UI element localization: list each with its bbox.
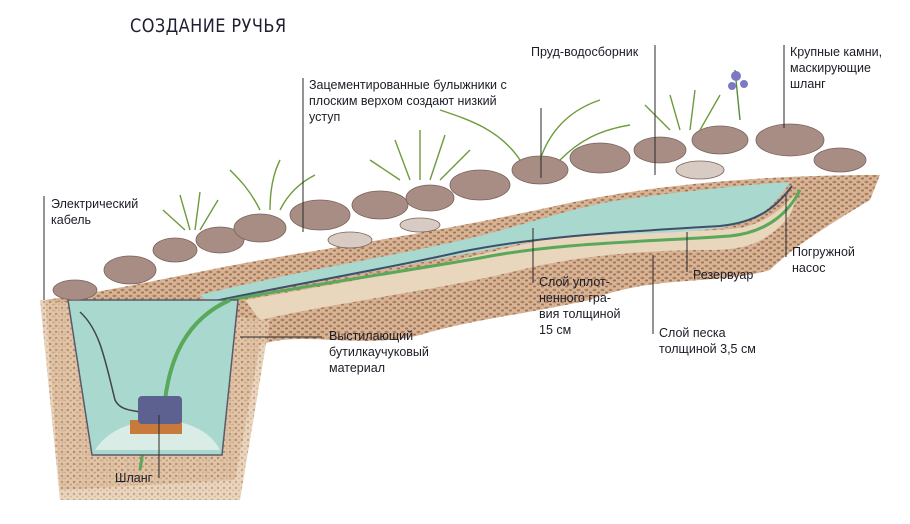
label-gravel: Слой уплот- ненного гра- вия толщиной 15… bbox=[539, 275, 621, 337]
label-sand: Слой песка толщиной 3,5 см bbox=[659, 326, 756, 356]
label-hose: Шланг bbox=[115, 471, 153, 485]
plants bbox=[162, 69, 741, 231]
label-large-stones: Крупные камни, маскирующие шланг bbox=[790, 45, 883, 91]
iris-flower-icon bbox=[728, 71, 748, 90]
pump-body bbox=[138, 396, 182, 424]
label-pond: Пруд-водосборник bbox=[531, 45, 639, 59]
lower-pool bbox=[67, 298, 239, 456]
diagram-title: СОЗДАНИЕ РУЧЬЯ bbox=[130, 15, 287, 37]
label-pump: Погружной насос bbox=[792, 245, 855, 275]
sand-layer bbox=[245, 190, 800, 320]
label-reservoir: Резервуар bbox=[693, 268, 754, 282]
label-liner: Выстилающий бутилкаучуковый материал bbox=[329, 329, 429, 375]
stones bbox=[52, 123, 867, 301]
label-cable: Электрический кабель bbox=[51, 197, 139, 227]
leader-lines bbox=[43, 45, 787, 478]
label-boulders: Зацементированные булыжники с плоским ве… bbox=[309, 78, 507, 124]
